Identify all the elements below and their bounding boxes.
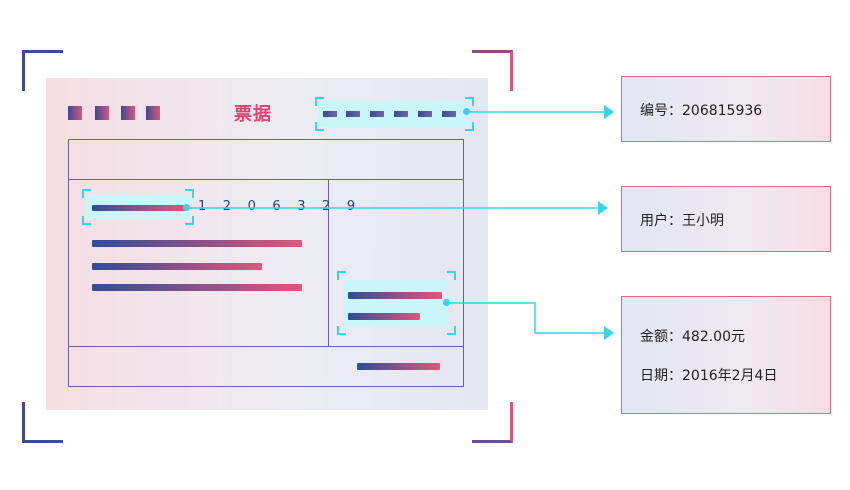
info-box-number: 编号：206815936 — [621, 76, 831, 142]
logo-square — [121, 106, 135, 120]
divider-line — [68, 346, 463, 347]
receipt-digits: 1 2 0 6 3 2 9 — [198, 199, 362, 214]
focus-bracket — [337, 271, 346, 280]
user-value: 王小明 — [682, 213, 724, 229]
focus-bracket — [447, 271, 456, 280]
amount-value: 482.00元 — [682, 329, 745, 345]
date-row: 日期：2016年2月4日 — [640, 365, 777, 385]
date-label: 日期： — [640, 368, 682, 384]
number-dash — [442, 111, 456, 117]
divider-line — [328, 179, 329, 347]
focus-bracket — [82, 216, 91, 225]
info-box-user: 用户：王小明 — [621, 186, 831, 252]
amount-label: 金额： — [640, 329, 682, 345]
number-dash — [394, 111, 408, 117]
text-bar — [92, 263, 262, 270]
date-value: 2016年2月4日 — [682, 368, 778, 384]
amount-bar — [348, 313, 420, 320]
scan-corner-top-right — [472, 50, 513, 91]
connector-dot — [463, 108, 470, 115]
user-label: 用户： — [640, 213, 682, 229]
number-dash — [418, 111, 432, 117]
number-dash — [323, 111, 337, 117]
logo-square — [146, 106, 160, 120]
focus-bracket — [465, 97, 474, 106]
footer-bar — [357, 363, 440, 370]
scan-corner-top-left — [22, 50, 63, 91]
text-bar — [92, 284, 302, 291]
number-label: 编号： — [640, 103, 682, 119]
number-row: 编号：206815936 — [640, 100, 762, 120]
focus-bracket — [315, 97, 324, 106]
focus-bracket — [315, 122, 324, 131]
scan-corner-bottom-left — [22, 402, 63, 443]
focus-bracket — [465, 122, 474, 131]
focus-bracket — [337, 326, 346, 335]
user-row: 用户：王小明 — [640, 210, 724, 230]
logo-square — [95, 106, 109, 120]
number-dash — [346, 111, 360, 117]
connector-dot — [443, 299, 450, 306]
amount-bar — [348, 292, 442, 299]
focus-bracket — [185, 216, 194, 225]
number-dash — [370, 111, 384, 117]
amount-row: 金额：482.00元 — [640, 326, 745, 346]
focus-bracket — [82, 189, 91, 198]
connector-dot — [183, 204, 190, 211]
user-bar — [92, 205, 186, 211]
scan-corner-bottom-right — [472, 402, 513, 443]
info-box-amount-date: 金额：482.00元 日期：2016年2月4日 — [621, 296, 831, 414]
text-bar — [92, 240, 302, 247]
focus-bracket — [185, 189, 194, 198]
number-value: 206815936 — [682, 103, 763, 119]
focus-bracket — [447, 326, 456, 335]
receipt-title: 票据 — [234, 104, 272, 125]
logo-square — [68, 106, 82, 120]
divider-line — [68, 179, 463, 180]
document-frame — [68, 139, 464, 387]
